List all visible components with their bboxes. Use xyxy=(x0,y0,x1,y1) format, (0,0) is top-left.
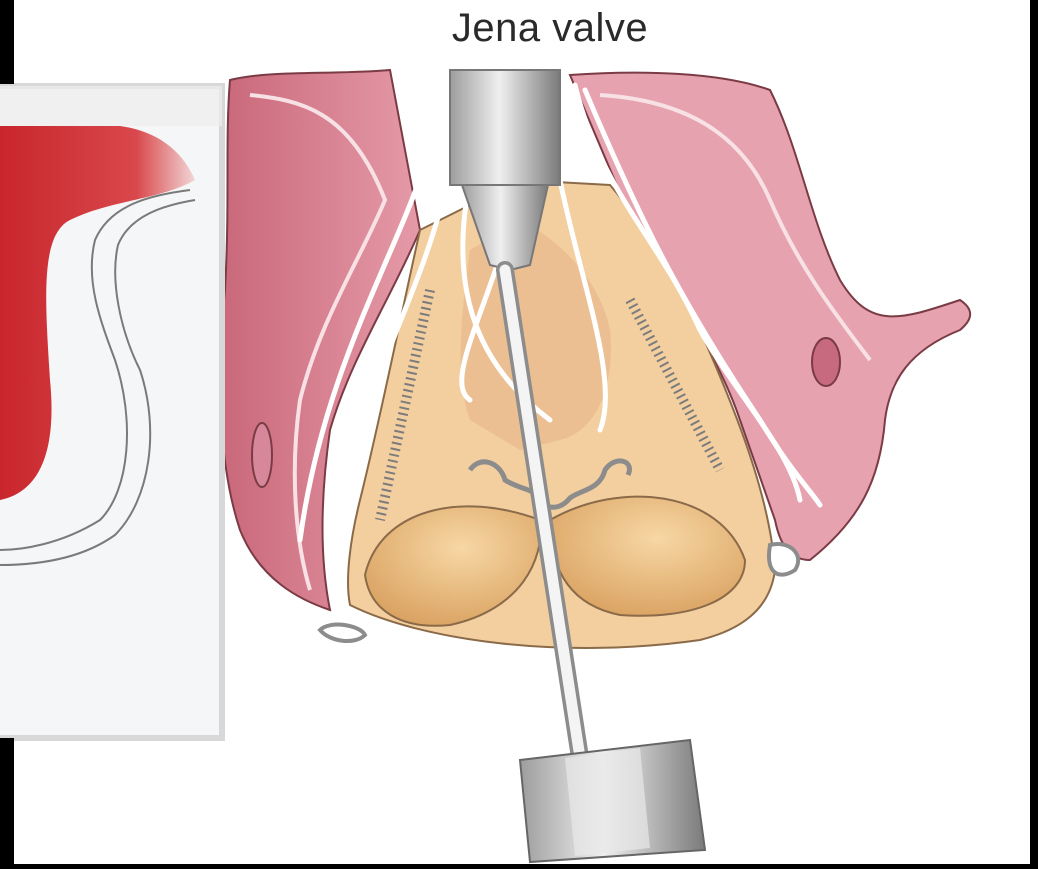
inset-top-band xyxy=(0,86,222,126)
handle-highlight xyxy=(565,748,650,856)
left-black-edge-bottom xyxy=(0,738,14,864)
left-coronary-ostium xyxy=(252,423,272,487)
anchor-right xyxy=(769,544,798,575)
left-black-edge-top xyxy=(0,0,14,84)
left-inset-panel xyxy=(0,86,222,738)
right-coronary-ostium xyxy=(812,338,840,386)
catheter-sheath xyxy=(450,70,560,185)
panel-title: Jena valve xyxy=(340,6,760,51)
right-black-edge xyxy=(1030,0,1038,864)
